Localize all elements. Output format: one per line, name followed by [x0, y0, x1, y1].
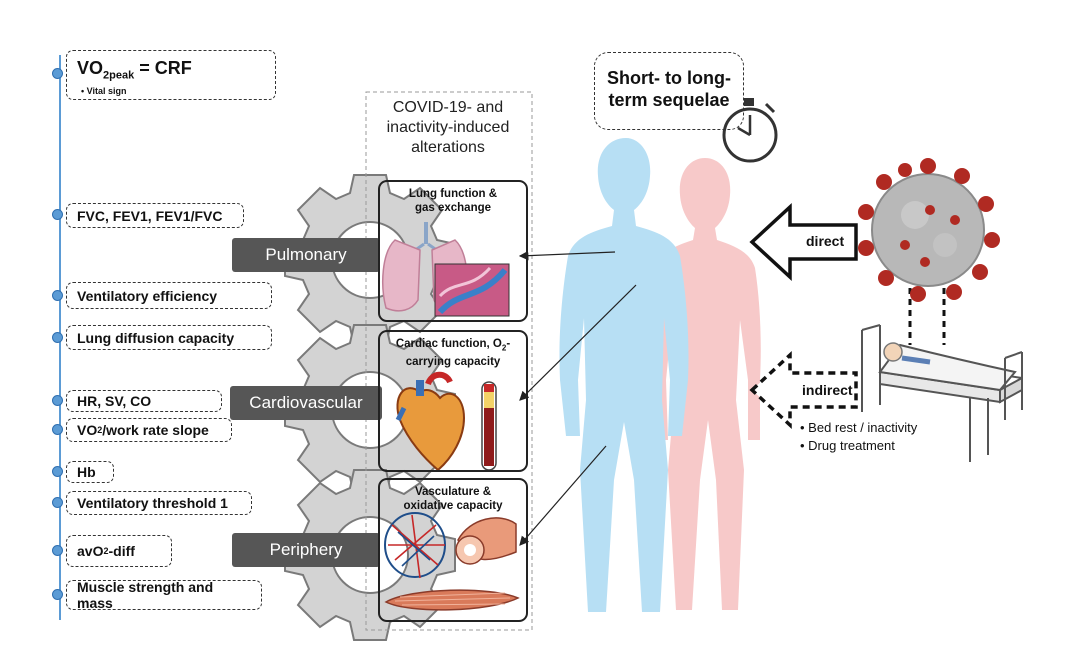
vital-sign-note: • Vital sign [81, 85, 127, 96]
timeline-dot-hr [52, 395, 63, 406]
cause-drug-treatment: • Drug treatment [800, 438, 895, 453]
heart-illustration [395, 371, 466, 472]
coronavirus-icon [858, 158, 1000, 302]
timeline-dot-muscle [52, 589, 63, 600]
alterations-title-line-3: alterations [411, 139, 485, 156]
vo2-slope-subscript: 2 [97, 425, 103, 435]
avo2-subscript: 2 [103, 546, 109, 556]
crf-text: = CRF [134, 58, 192, 78]
alterations-column [365, 91, 533, 631]
vasculature-panel-title-line-1: Vasculature & [414, 486, 492, 498]
timeline-dot-vent-eff [52, 290, 63, 301]
lung-function-panel: Lung function & gas exchange [378, 180, 528, 322]
timeline-dot-vo2 [52, 68, 63, 79]
hr-sv-co-box: HR, SV, CO [66, 390, 222, 412]
cause-bed-rest: • Bed rest / inactivity [800, 420, 918, 435]
timeline-dot-fvc [52, 209, 63, 220]
vo2-subscript: 2peak [103, 69, 135, 82]
cardiac-panel-title-line-2: carrying capacity [405, 356, 501, 369]
arrow-to-vascular-panel [519, 445, 607, 546]
arrow-to-cardiac-panel [519, 284, 637, 401]
vo2peak-box: VO2peak = CRF • Vital sign [66, 50, 276, 100]
vo2-slope-text: VO [77, 422, 98, 438]
timeline-dot-avo2 [52, 545, 63, 556]
avo2-text: avO [77, 543, 104, 559]
indirect-label: indirect [802, 382, 853, 398]
indirect-causes-list: • Bed rest / inactivity • Drug treatment [800, 419, 917, 455]
cardiac-panel-dash: - [506, 338, 511, 350]
timeline-dot-vo2-slope [52, 424, 63, 435]
arrow-to-lung-panel [518, 250, 616, 261]
vo2peak-crf-label: VO2peak = CRF [77, 58, 265, 86]
fvc-fev1-box: FVC, FEV1, FEV1/FVC [66, 203, 244, 228]
hb-box: Hb [66, 461, 114, 483]
sequelae-line-1: Short- to long- [607, 68, 731, 88]
muscle-strength-box: Muscle strength and mass [66, 579, 262, 611]
cardiac-panel-title-line-1: Cardiac function, O [395, 338, 502, 350]
vasculature-panel-title: Vasculature & oxidative capacity [380, 480, 526, 513]
female-silhouette [649, 158, 761, 610]
lung-panel-title-line-1: Lung function & [408, 188, 498, 200]
o2-subscript: 2 [501, 343, 507, 353]
timeline-dot-hb [52, 466, 63, 477]
vasculature-illustration [384, 512, 517, 579]
indirect-arrow [749, 351, 858, 429]
lungs-illustration [382, 222, 510, 317]
alterations-title-line-1: COVID-19- and [392, 99, 504, 116]
ventilatory-efficiency-box: Ventilatory efficiency [66, 282, 272, 309]
timeline-dot-vt1 [52, 497, 63, 508]
alterations-title-line-2: inactivity-induced [386, 119, 510, 136]
pulmonary-label: Pulmonary [232, 238, 380, 272]
sequelae-box: Short- to long- term sequelae [594, 52, 744, 130]
lung-diffusion-box: Lung diffusion capacity [66, 325, 272, 350]
muscle-illustration [384, 589, 520, 611]
direct-arrow [749, 203, 858, 281]
diff-text: -diff [108, 543, 135, 559]
vasculature-panel: Vasculature & oxidative capacity [378, 478, 528, 622]
periphery-label: Periphery [232, 533, 380, 567]
lung-panel-title-line-2: gas exchange [414, 202, 492, 214]
lung-panel-title: Lung function & gas exchange [380, 182, 526, 215]
ventilatory-threshold-box: Ventilatory threshold 1 [66, 491, 252, 515]
cardiac-panel-title: Cardiac function, O2- carrying capacity [380, 332, 526, 369]
blood-tube-illustration [481, 381, 497, 471]
cardiovascular-label: Cardiovascular [230, 386, 382, 420]
vo2-text: VO [77, 58, 104, 78]
sequelae-line-2: term sequelae [608, 90, 730, 110]
work-rate-slope-text: /work rate slope [102, 422, 209, 438]
male-silhouette [559, 138, 689, 612]
cardiac-function-panel: Cardiac function, O2- carrying capacity [378, 330, 528, 472]
hospital-bed-icon [861, 324, 1023, 462]
alterations-title: COVID-19- and inactivity-induced alterat… [368, 98, 528, 158]
vasculature-panel-title-line-2: oxidative capacity [403, 500, 503, 512]
direct-label: direct [806, 233, 845, 249]
timeline-dot-lung-diff [52, 332, 63, 343]
